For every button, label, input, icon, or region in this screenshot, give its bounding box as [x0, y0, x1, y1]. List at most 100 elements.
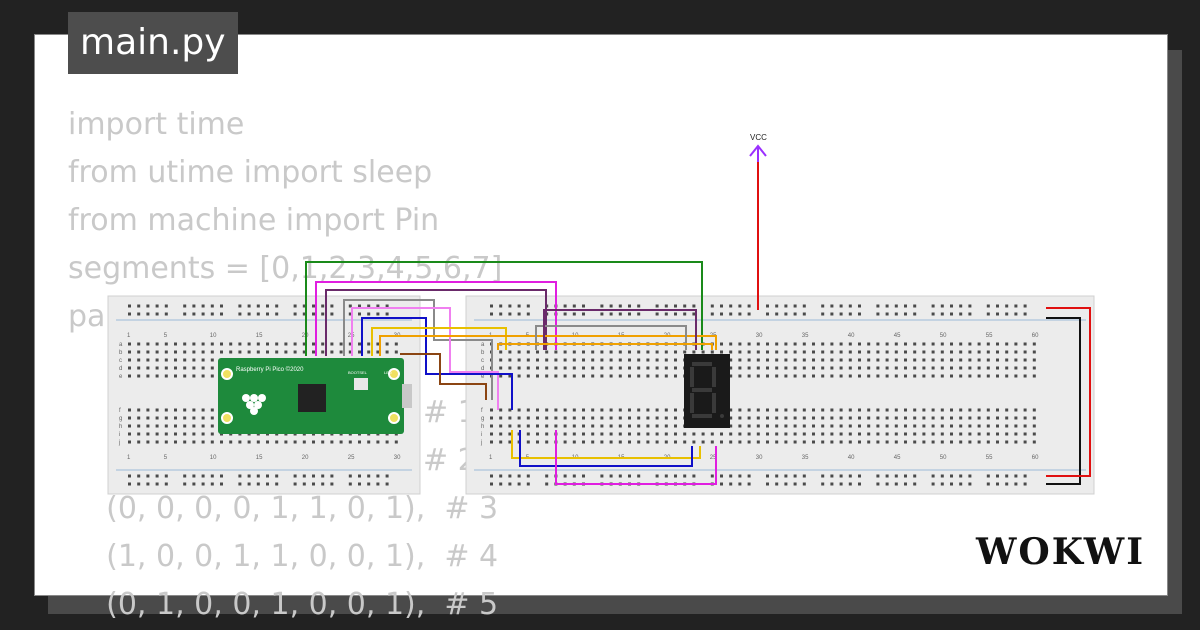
breadboard-hole[interactable]	[996, 432, 999, 436]
breadboard-hole[interactable]	[183, 342, 187, 346]
breadboard-hole[interactable]	[692, 350, 696, 354]
breadboard-hole[interactable]	[683, 432, 687, 436]
breadboard-hole[interactable]	[155, 304, 159, 308]
breadboard-hole[interactable]	[996, 440, 999, 444]
breadboard-hole[interactable]	[839, 374, 843, 378]
breadboard-hole[interactable]	[367, 350, 371, 354]
breadboard-hole[interactable]	[284, 342, 288, 346]
breadboard-hole[interactable]	[821, 408, 825, 412]
breadboard-hole[interactable]	[701, 440, 705, 444]
breadboard-hole[interactable]	[885, 482, 889, 486]
breadboard-hole[interactable]	[848, 312, 852, 316]
breadboard-hole[interactable]	[536, 358, 539, 362]
breadboard-hole[interactable]	[802, 482, 806, 486]
breadboard-hole[interactable]	[775, 366, 779, 370]
breadboard-hole[interactable]	[146, 312, 150, 316]
breadboard-hole[interactable]	[1032, 350, 1036, 354]
breadboard-hole[interactable]	[830, 304, 834, 308]
breadboard-hole[interactable]	[692, 432, 696, 436]
breadboard-hole[interactable]	[545, 416, 549, 420]
breadboard-hole[interactable]	[183, 408, 187, 412]
breadboard-hole[interactable]	[183, 304, 187, 308]
breadboard-hole[interactable]	[766, 440, 769, 444]
breadboard-hole[interactable]	[526, 482, 530, 486]
breadboard-hole[interactable]	[1023, 304, 1027, 308]
breadboard-hole[interactable]	[655, 424, 659, 428]
breadboard-hole[interactable]	[729, 342, 733, 346]
breadboard-hole[interactable]	[128, 304, 131, 308]
breadboard-hole[interactable]	[146, 350, 150, 354]
breadboard-hole[interactable]	[646, 358, 650, 362]
breadboard-hole[interactable]	[609, 432, 613, 436]
breadboard-hole[interactable]	[628, 440, 631, 444]
breadboard-hole[interactable]	[229, 342, 233, 346]
breadboard-hole[interactable]	[201, 416, 205, 420]
breadboard-hole[interactable]	[793, 482, 797, 486]
breadboard-hole[interactable]	[128, 432, 131, 436]
breadboard-hole[interactable]	[674, 374, 677, 378]
breadboard-hole[interactable]	[931, 482, 935, 486]
breadboard-hole[interactable]	[637, 304, 641, 308]
breadboard-hole[interactable]	[312, 482, 315, 486]
breadboard-hole[interactable]	[756, 366, 760, 370]
breadboard-hole[interactable]	[931, 440, 935, 444]
breadboard-hole[interactable]	[756, 424, 760, 428]
breadboard-hole[interactable]	[247, 474, 251, 478]
breadboard-hole[interactable]	[876, 440, 880, 444]
breadboard-hole[interactable]	[490, 482, 493, 486]
breadboard-hole[interactable]	[210, 366, 214, 370]
breadboard-hole[interactable]	[959, 350, 963, 354]
breadboard-hole[interactable]	[591, 358, 595, 362]
breadboard-hole[interactable]	[376, 440, 380, 444]
breadboard-hole[interactable]	[747, 416, 751, 420]
breadboard-hole[interactable]	[931, 312, 935, 316]
breadboard-hole[interactable]	[950, 342, 953, 346]
breadboard-hole[interactable]	[210, 474, 214, 478]
breadboard-hole[interactable]	[146, 482, 150, 486]
breadboard-hole[interactable]	[996, 350, 999, 354]
breadboard-hole[interactable]	[348, 440, 352, 444]
breadboard-hole[interactable]	[894, 304, 898, 308]
breadboard-hole[interactable]	[996, 424, 999, 428]
breadboard-hole[interactable]	[183, 440, 187, 444]
breadboard-hole[interactable]	[775, 424, 779, 428]
breadboard-hole[interactable]	[913, 304, 917, 308]
breadboard-hole[interactable]	[766, 424, 769, 428]
breadboard-hole[interactable]	[508, 366, 512, 370]
breadboard-hole[interactable]	[674, 312, 677, 316]
breadboard-hole[interactable]	[174, 432, 177, 436]
breadboard-hole[interactable]	[830, 416, 834, 420]
breadboard-hole[interactable]	[174, 408, 177, 412]
breadboard-hole[interactable]	[358, 482, 361, 486]
breadboard-hole[interactable]	[747, 350, 751, 354]
breadboard-hole[interactable]	[554, 374, 558, 378]
breadboard-hole[interactable]	[591, 432, 595, 436]
breadboard-hole[interactable]	[526, 416, 530, 420]
breadboard-hole[interactable]	[839, 358, 843, 362]
breadboard-hole[interactable]	[1032, 432, 1036, 436]
breadboard-hole[interactable]	[793, 366, 797, 370]
breadboard-hole[interactable]	[618, 358, 622, 362]
breadboard-hole[interactable]	[950, 408, 953, 412]
breadboard-hole[interactable]	[710, 304, 714, 308]
breadboard-hole[interactable]	[155, 432, 159, 436]
breadboard-hole[interactable]	[885, 304, 889, 308]
breadboard-hole[interactable]	[876, 350, 880, 354]
breadboard-hole[interactable]	[164, 374, 168, 378]
breadboard-hole[interactable]	[536, 408, 539, 412]
breadboard-hole[interactable]	[913, 350, 917, 354]
breadboard-hole[interactable]	[959, 440, 963, 444]
breadboard-hole[interactable]	[146, 424, 150, 428]
breadboard-hole[interactable]	[563, 366, 567, 370]
breadboard-hole[interactable]	[247, 304, 251, 308]
breadboard-hole[interactable]	[201, 424, 205, 428]
breadboard-hole[interactable]	[977, 366, 981, 370]
breadboard-hole[interactable]	[775, 440, 779, 444]
breadboard-hole[interactable]	[358, 304, 361, 308]
breadboard-hole[interactable]	[146, 342, 150, 346]
breadboard-hole[interactable]	[950, 440, 953, 444]
breadboard-hole[interactable]	[174, 440, 177, 444]
breadboard-hole[interactable]	[655, 440, 659, 444]
breadboard-hole[interactable]	[674, 366, 677, 370]
breadboard-hole[interactable]	[674, 304, 677, 308]
